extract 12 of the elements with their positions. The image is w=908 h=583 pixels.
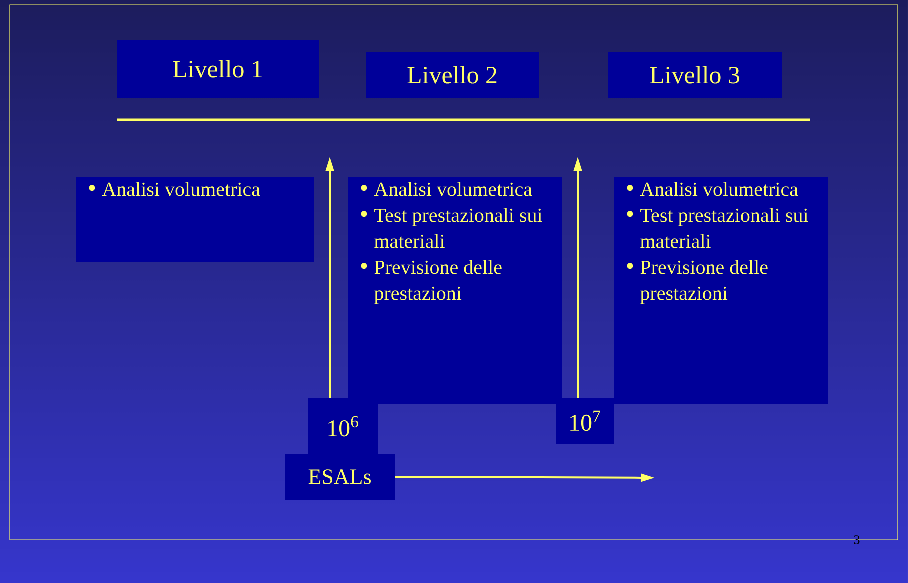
level-box: Livello 1 [117,40,319,98]
node-label: 10$^{6}$ [328,416,358,437]
bullet-list-box: Analisi volumetrica Test prestazionali sui materiali Previsione delle prestazioni [614,177,828,404]
exponent-box: 10$^{7}$ [556,398,614,444]
node-label: ESALs [308,470,371,484]
bullet-list-box: Analisi volumetrica [76,177,314,262]
exponent-box: 10$^{6}$ [308,398,378,455]
axis-label-box: ESALs [285,454,395,500]
level-box: Livello 3 [608,52,782,98]
page-number: 3 [854,536,860,544]
level-box: Livello 2 [366,52,539,98]
bullet-list-box: Analisi volumetrica Test prestazionali sui materiali Previsione delle prestazioni [348,177,562,404]
